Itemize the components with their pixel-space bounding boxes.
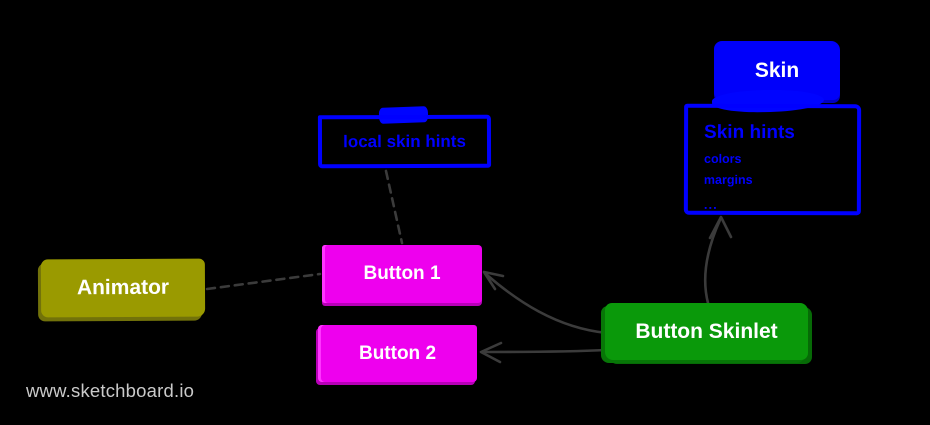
skin-hints-item-ellipsis: ... [703,196,718,212]
arrowhead [482,270,505,291]
node-local-skin-hints[interactable]: local skin hints [317,114,492,169]
node-skin-label: Skin [754,58,800,82]
skin-hints-item-margins: margins [703,172,753,187]
edge-animator-to-button1[interactable] [205,272,322,291]
node-button-2-label: Button 2 [358,342,437,364]
node-button-skinlet-label: Button Skinlet [635,319,778,343]
node-button-2[interactable]: Button 2 [318,325,477,382]
node-button-1-label: Button 1 [363,263,441,284]
arrowhead [479,341,503,364]
node-animator-label: Animator [76,275,170,300]
edge-local-skin-hints-to-button1[interactable] [384,169,404,245]
node-local-skin-hints-label: local skin hints [343,131,466,151]
node-animator[interactable]: Animator [40,258,206,318]
skin-hints-item-colors: colors [703,151,742,166]
node-button-skinlet[interactable]: Button Skinlet [605,303,808,360]
arrowhead [708,215,733,240]
edge-button-skinlet-to-skin-hints[interactable] [704,215,733,305]
edge-button-skinlet-to-button1[interactable] [482,270,609,335]
edge-button-skinlet-to-button2[interactable] [479,341,608,364]
node-skin-hints[interactable]: Skin hints colors margins ... [683,103,862,216]
skin-hints-title: Skin hints [704,121,795,144]
sketchboard-watermark: www.sketchboard.io [26,380,195,401]
node-button-1[interactable]: Button 1 [322,245,482,303]
